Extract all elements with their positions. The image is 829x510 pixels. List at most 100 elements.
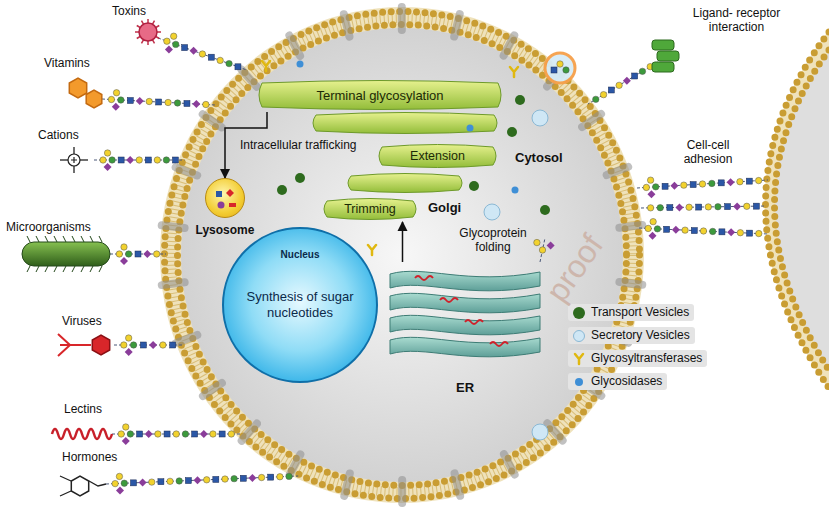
sugar-residue — [226, 189, 234, 197]
virus-icon — [92, 335, 109, 355]
sugar-residue — [213, 476, 219, 482]
sugar-residue — [228, 431, 234, 437]
annotation-label: Vitamins — [44, 56, 90, 70]
sugar-residue — [146, 98, 152, 104]
sugar-residue — [744, 203, 750, 209]
er-cisterna — [390, 271, 540, 291]
sugar-residue — [210, 431, 216, 437]
annotation-label: Ligand- receptor interaction — [684, 6, 789, 34]
sugar-residue — [654, 226, 660, 232]
organelle-label: Lysosome — [196, 223, 255, 237]
sugar-residue — [140, 342, 146, 348]
glycan-chain — [94, 150, 184, 171]
annotation-label: Microorganisms — [6, 220, 91, 234]
sugar-residue — [143, 250, 151, 258]
legend-text: Glycosyltransferases — [591, 351, 702, 366]
sugar-residue — [551, 67, 557, 73]
region-label: Cytosol — [515, 150, 563, 165]
sugar-residue — [192, 431, 198, 437]
sugar-residue — [167, 478, 173, 484]
glycan-link — [540, 238, 545, 262]
bacterium-pilus — [72, 236, 75, 242]
annotation-label: Viruses — [62, 314, 102, 328]
membrane-protein — [344, 474, 349, 496]
bacterium-pilus — [90, 266, 93, 272]
glycan-chain — [588, 62, 658, 104]
glycan-chain — [158, 33, 247, 70]
sugar-residue — [118, 157, 124, 163]
golgi-cisterna — [348, 174, 462, 193]
sugar-residue — [182, 431, 188, 437]
membrane-protein — [176, 167, 198, 175]
legend: Transport VesiclesSecretory VesiclesGlyc… — [568, 304, 707, 396]
membrane-protein — [398, 480, 406, 503]
glycan-chain — [637, 177, 768, 198]
nascent-protein — [465, 320, 483, 324]
sugar-residue — [710, 228, 716, 234]
sugar-residue — [164, 38, 170, 44]
membrane-protein — [162, 282, 185, 285]
legend-row: Transport Vesicles — [568, 304, 694, 321]
bacterium-pilus — [54, 236, 57, 242]
bacterium-pilus — [81, 236, 84, 242]
sugar-residue — [737, 179, 743, 185]
sugar-residue — [173, 41, 179, 47]
sugar-residue — [123, 424, 129, 430]
legend-text: Transport Vesicles — [591, 305, 689, 320]
bacterium-pilus — [99, 266, 102, 272]
membrane-protein — [607, 167, 628, 175]
nascent-protein — [490, 342, 508, 346]
sugar-residue — [125, 348, 133, 356]
sugar-residue — [226, 60, 232, 66]
bacterium-pilus — [27, 266, 30, 272]
sugar-residue — [647, 177, 653, 183]
bacterium-icon — [22, 242, 110, 266]
cytoplasm — [181, 28, 623, 482]
sugar-residue — [648, 232, 656, 240]
sugar-residue — [700, 228, 706, 234]
sugar-residue — [653, 184, 659, 190]
annotation-label: Glycoprotein folding — [452, 226, 534, 254]
sugar-residue — [200, 430, 208, 438]
glycan-chain — [641, 202, 766, 211]
sugar-residue — [705, 204, 711, 210]
sugar-residue — [682, 227, 688, 233]
sugar-residue — [268, 474, 274, 480]
process-label: Trimming — [344, 202, 396, 216]
sugar-residue — [662, 183, 668, 189]
er-cisterna — [390, 337, 540, 357]
secretory-vesicle — [484, 204, 500, 220]
sugar-residue — [593, 96, 599, 102]
legend-row: Secretory Vesicles — [568, 327, 695, 344]
process-label: Synthesis of sugar nucleotides — [240, 289, 360, 321]
annotation-label: Cations — [38, 128, 79, 142]
sugar-residue — [154, 157, 160, 163]
sugar-residue — [664, 226, 670, 232]
membrane-protein — [504, 454, 515, 474]
flow-arrow — [402, 222, 404, 262]
lipid-heads — [178, 25, 627, 486]
sugar-residue — [118, 97, 124, 103]
sugar-residue — [153, 251, 159, 257]
annotation-label: Hormones — [62, 450, 117, 464]
sugar-residue — [172, 157, 178, 163]
sugar-residue — [647, 190, 655, 198]
sugar-residue — [135, 251, 141, 257]
bacterium-pilus — [36, 266, 39, 272]
sugar-residue — [240, 475, 246, 481]
lipid-heads — [775, 50, 829, 370]
sugar-residue — [709, 180, 715, 186]
process-label: Extension — [410, 149, 465, 163]
secretory-vesicle — [545, 53, 575, 83]
process-label: Terminal glycosylation — [316, 88, 443, 103]
lysosome-content — [206, 179, 246, 219]
bacterium-pilus — [27, 236, 30, 242]
legend-row: Glycosidases — [568, 373, 667, 390]
membrane-protein — [289, 36, 300, 56]
membrane-protein — [454, 14, 459, 36]
sugar-residue — [746, 178, 752, 184]
sugar-residue — [145, 430, 153, 438]
bacterium-pilus — [45, 266, 48, 272]
